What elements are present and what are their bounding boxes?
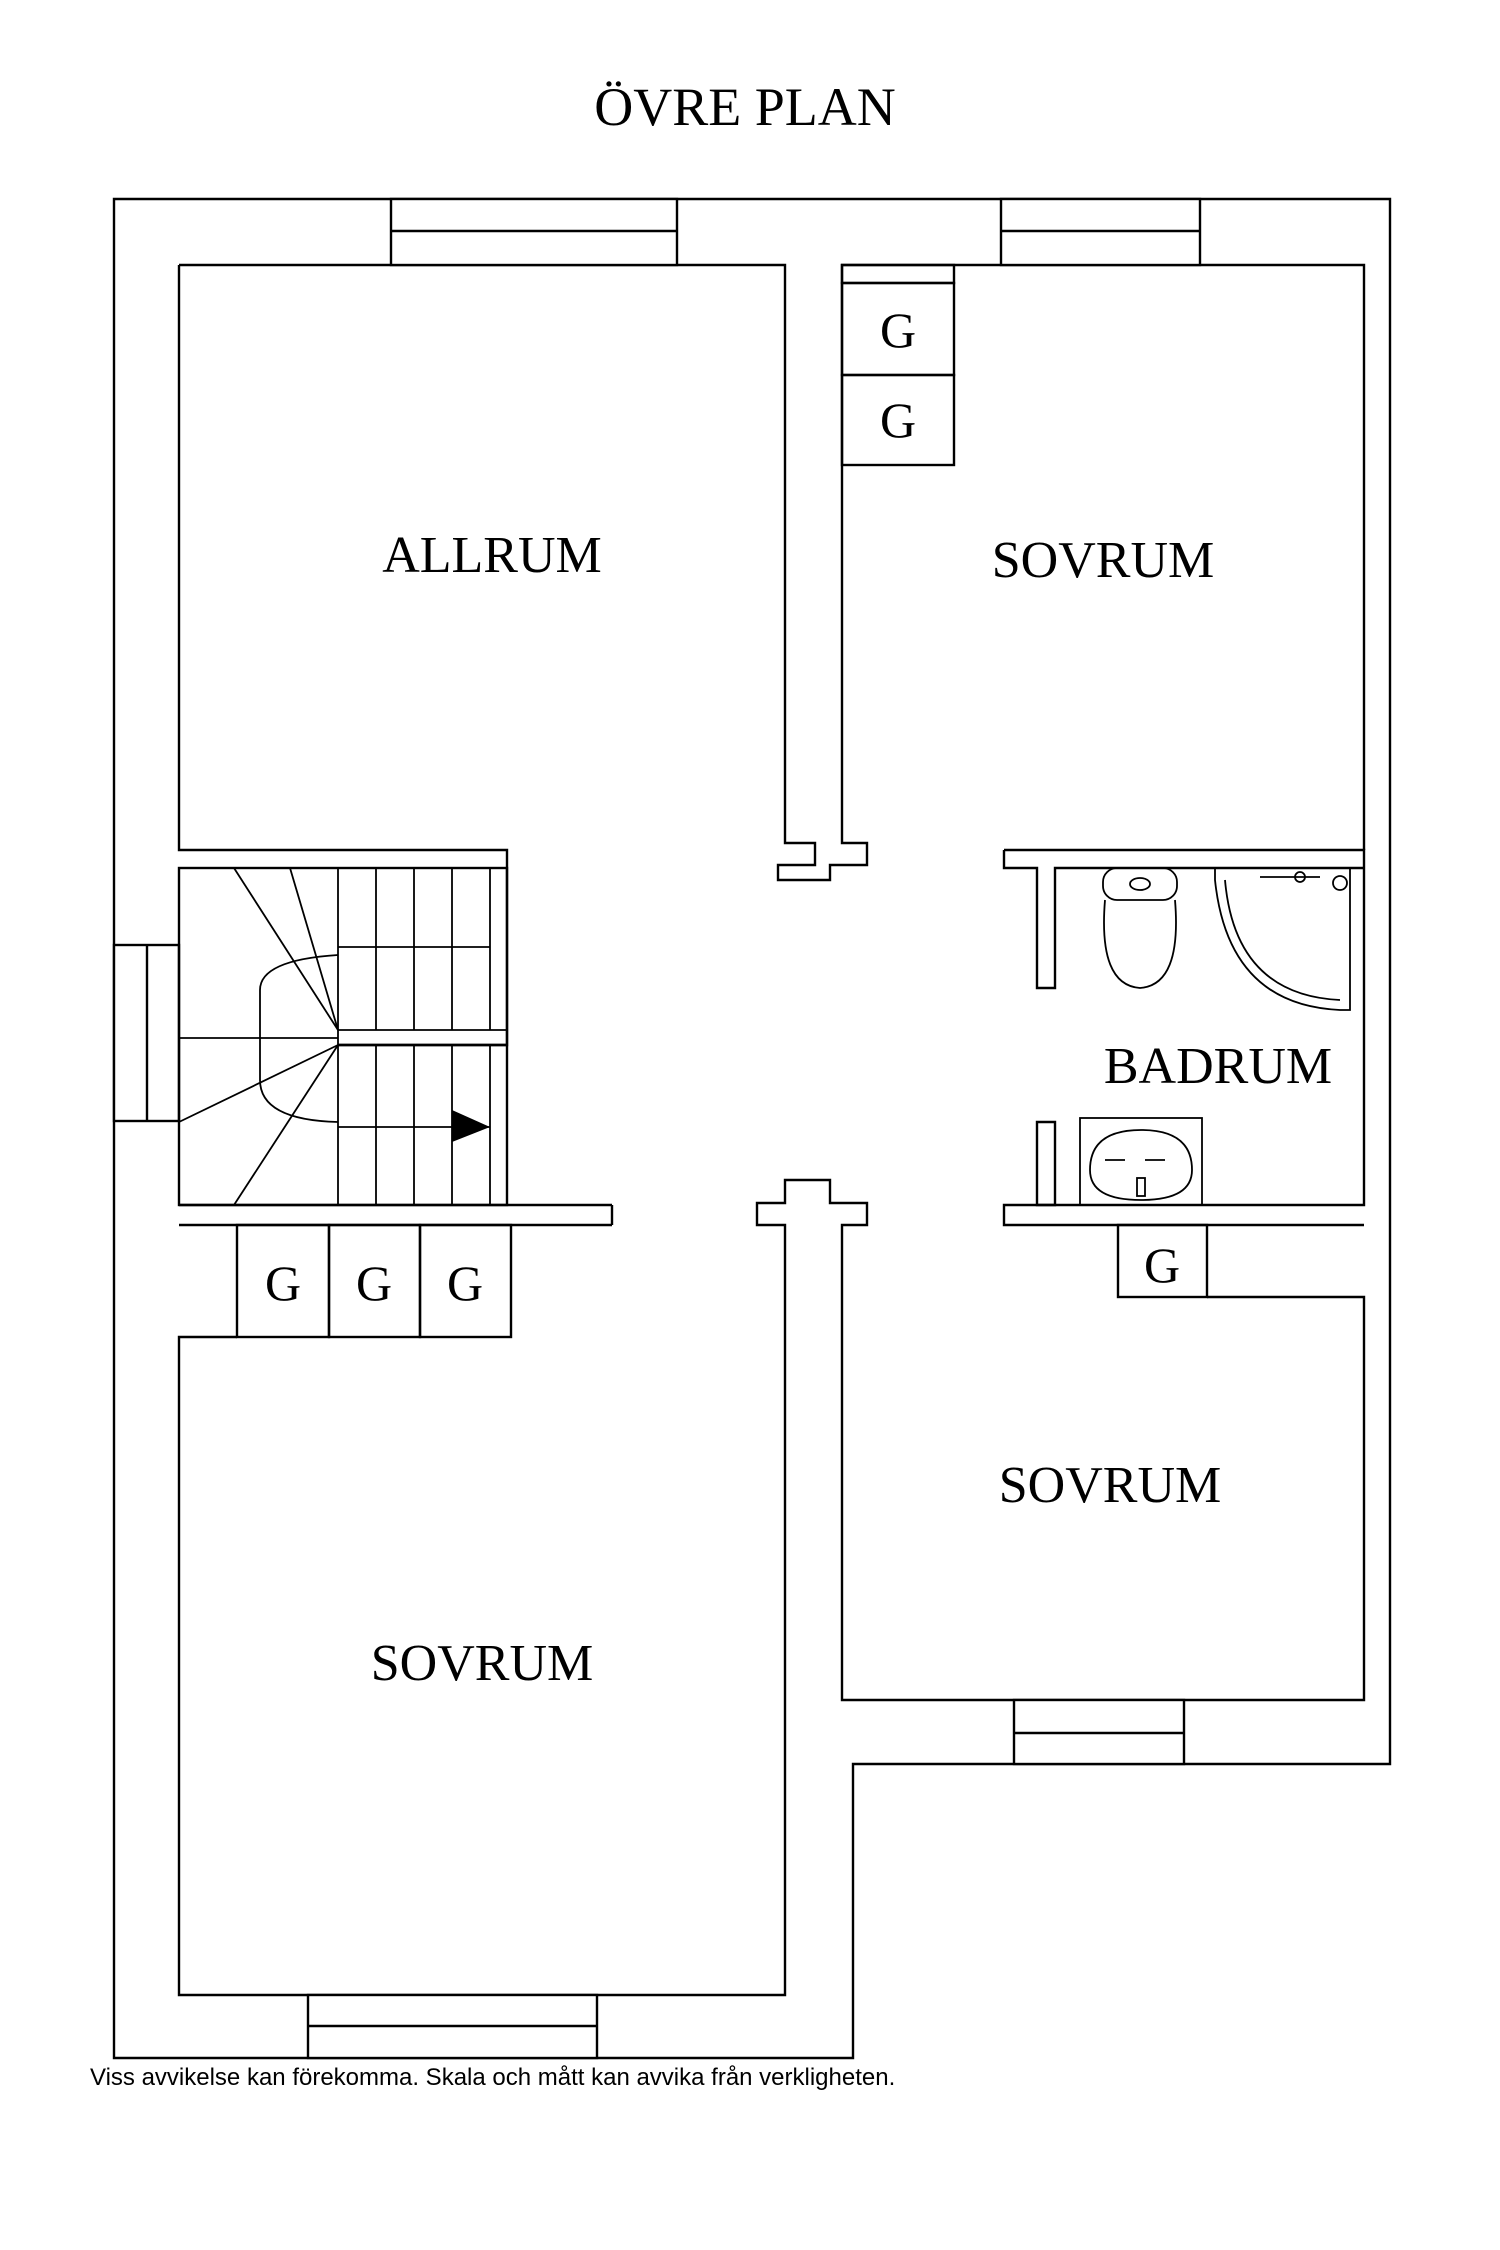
window-bottom-right [1012, 1698, 1186, 1766]
wardrobe-label: G [880, 392, 916, 448]
wardrobe-bottom-right [1116, 1223, 1209, 1299]
wardrobe-label: G [1144, 1237, 1180, 1293]
window-bottom-left [306, 1993, 599, 2060]
room-label-sovrum-top-right: SOVRUM [992, 532, 1215, 589]
window-top-left [389, 197, 679, 267]
room-label-sovrum-bottom-right: SOVRUM [999, 1457, 1222, 1514]
outer-wall [112, 197, 1392, 2060]
room-label-badrum: BADRUM [1104, 1038, 1332, 1095]
stair-direction-arrow-icon [452, 1110, 490, 1142]
wardrobe-top-right [840, 263, 956, 467]
staircase [177, 866, 614, 1227]
room-label-allrum: ALLRUM [382, 527, 602, 584]
badrum-lower-wall [1035, 1120, 1057, 1207]
wardrobe-label: G [265, 1255, 301, 1311]
window-top-right [999, 197, 1202, 267]
plan-title: ÖVRE PLAN [594, 77, 896, 137]
window-left [112, 943, 181, 1123]
wardrobe-label: G [356, 1255, 392, 1311]
wardrobe-label: G [880, 302, 916, 358]
badrum-top-wall [1002, 850, 1364, 990]
shower-icon [1214, 867, 1351, 1011]
toilet-icon [1102, 867, 1178, 989]
room-label-sovrum-bottom-left: SOVRUM [371, 1635, 594, 1692]
wardrobe-bottom-left [235, 1223, 513, 1339]
disclaimer-text: Viss avvikelse kan förekomma. Skala och … [90, 2064, 895, 2091]
wardrobe-label: G [447, 1255, 483, 1311]
room-sovrum-bottom-right [177, 1178, 1366, 1997]
sink-icon [1079, 1117, 1203, 1206]
allrum-bottom-wall [177, 265, 509, 1047]
